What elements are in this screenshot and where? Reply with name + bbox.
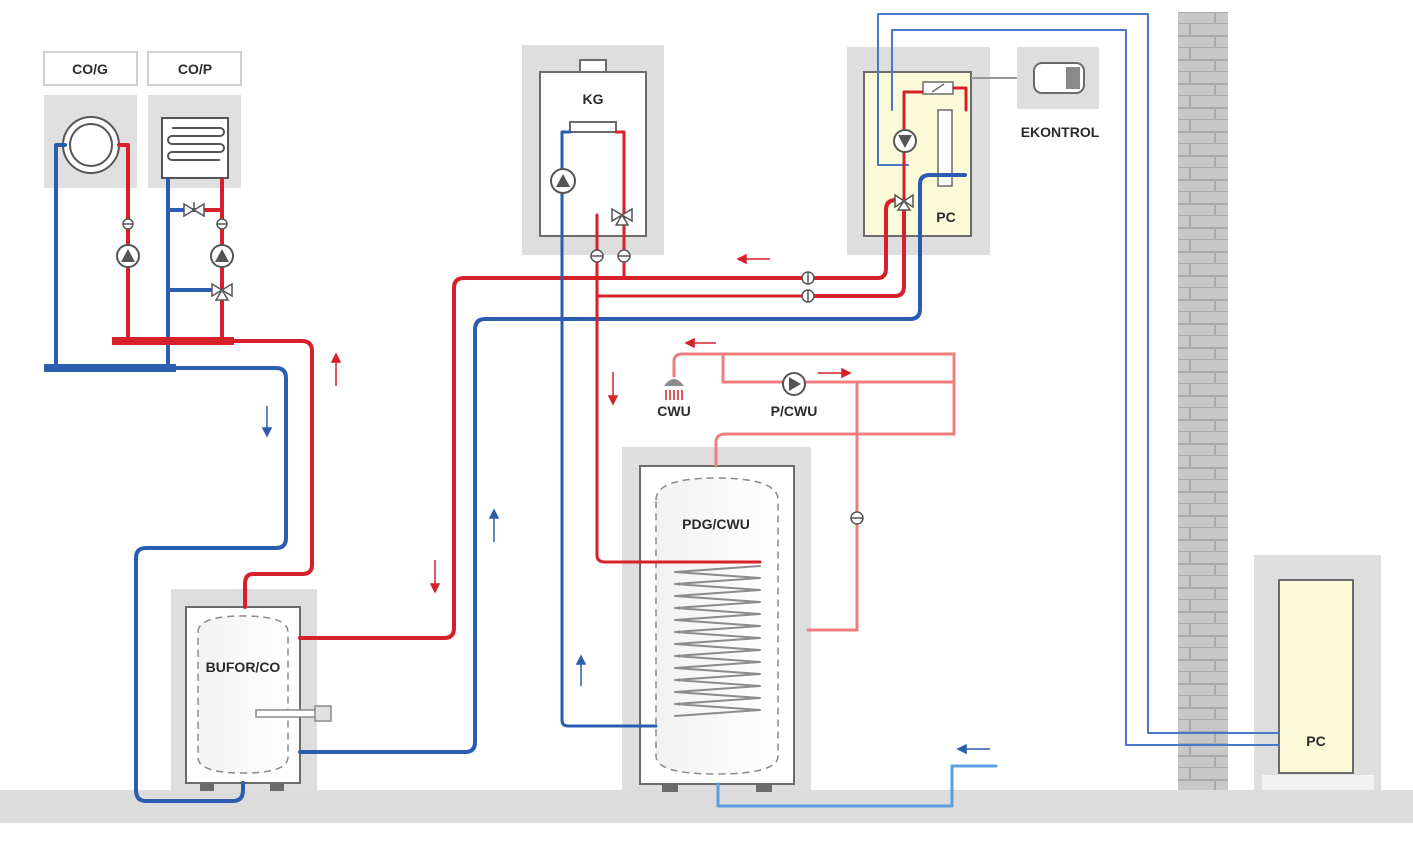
radiator-icon xyxy=(62,116,120,174)
pc-supply-pipe-2 xyxy=(806,198,906,298)
ekontrol-controller: EKONTROL xyxy=(971,47,1100,140)
dhw-circulation-pipe xyxy=(721,352,956,384)
sensor-icon xyxy=(850,511,864,525)
pc-internal-loop xyxy=(902,86,968,202)
flow-arrow-icon xyxy=(607,372,619,406)
dhw-return-pipe xyxy=(806,380,859,632)
pc-indoor-body xyxy=(863,71,972,237)
outdoor-line-1 xyxy=(877,13,1280,734)
heat-pump-indoor-unit: PC xyxy=(847,47,990,255)
flow-arrow-icon xyxy=(575,654,587,686)
buffer-return-to-sources xyxy=(298,173,967,754)
three-way-valve-icon xyxy=(894,193,914,211)
pc-outdoor-base xyxy=(1262,775,1374,790)
flow-arrow-icon xyxy=(330,352,342,386)
underfloor-heating-icon xyxy=(161,117,229,179)
underfloor-unit: CO/P xyxy=(147,51,242,188)
flow-arrow-icon xyxy=(818,367,852,379)
p-cwu-label: P/CWU xyxy=(771,403,818,419)
dhw-supply-pipe xyxy=(672,352,956,468)
controller-icon xyxy=(1033,62,1085,94)
kg-supply-pipe xyxy=(614,130,626,280)
buffer-tank-foot-left xyxy=(200,783,214,791)
sensor-icon xyxy=(617,249,631,263)
ekontrol-label: EKONTROL xyxy=(1021,124,1100,140)
co-p-label-box xyxy=(147,51,242,86)
pump-icon xyxy=(782,372,806,396)
flow-arrow-icon xyxy=(261,406,273,438)
kg-label: KG xyxy=(583,91,604,107)
pc-outdoor-body xyxy=(1278,579,1354,774)
pc-outdoor-label: PC xyxy=(1306,733,1325,749)
boiler-exchanger xyxy=(569,121,617,133)
flow-arrow-icon xyxy=(488,508,500,542)
outdoor-line-2 xyxy=(891,29,1280,746)
heat-pump-outdoor-unit: PC xyxy=(1254,555,1381,790)
buffer-tank: BUFOR/CO xyxy=(171,589,332,791)
flow-arrow-icon xyxy=(429,560,441,594)
co-p-label: CO/P xyxy=(178,61,212,77)
buffer-supply-from-sources xyxy=(298,276,810,640)
sensor-icon xyxy=(122,218,134,230)
dhw-tank-foot-left xyxy=(662,784,678,792)
flow-meter-icon xyxy=(922,81,954,95)
kg-to-coil-supply xyxy=(595,294,762,564)
shower-head-icon xyxy=(664,379,684,400)
brick-chimney-icon xyxy=(1178,12,1228,790)
two-way-valve-icon xyxy=(183,202,205,218)
return-manifold xyxy=(44,364,176,372)
flow-arrow-icon xyxy=(956,743,990,755)
co-g-label: CO/G xyxy=(72,61,108,77)
buffer-tank-foot-right xyxy=(270,783,284,791)
heat-exchanger-icon xyxy=(937,109,953,187)
bufor-co-label: BUFOR/CO xyxy=(206,659,281,675)
pdg-cwu-label: PDG/CWU xyxy=(682,516,750,532)
buffer-tank-inner xyxy=(197,615,289,774)
immersion-heater-icon xyxy=(255,705,332,722)
buffer-supply-to-heating xyxy=(232,339,314,609)
pump-icon xyxy=(550,168,576,194)
three-way-valve-icon xyxy=(211,282,233,301)
sensor-icon xyxy=(801,271,815,285)
dhw-tank: PDG/CWU xyxy=(622,447,811,792)
pc-indoor-label: PC xyxy=(936,209,955,225)
flow-arrow-icon xyxy=(684,337,716,349)
supply-manifold xyxy=(112,337,234,345)
gas-boiler-kg: KG xyxy=(522,45,664,255)
three-way-valve-icon xyxy=(611,207,633,226)
dhw-coil xyxy=(674,565,761,717)
pc-supply-pipe-1 xyxy=(806,198,898,280)
sensor-icon xyxy=(801,289,815,303)
boiler-flue xyxy=(579,59,607,73)
radiator-supply-pipe xyxy=(117,143,130,342)
pump-icon xyxy=(116,244,140,268)
flow-arrow-icon xyxy=(736,253,770,265)
kg-return-pipe xyxy=(560,130,658,728)
dhw-tank-inner xyxy=(655,477,779,775)
pump-icon xyxy=(893,129,917,153)
pump-icon xyxy=(210,244,234,268)
floor xyxy=(0,790,1413,823)
cwu-label: CWU xyxy=(657,403,690,419)
radiator-return-pipe xyxy=(54,143,67,370)
dhw-tank-foot-right xyxy=(756,784,772,792)
sensor-icon xyxy=(590,249,604,263)
heating-return-to-buffer xyxy=(134,366,288,803)
cold-water-inlet xyxy=(716,764,998,808)
sensor-icon xyxy=(216,218,228,230)
co-g-label-box xyxy=(43,51,138,86)
